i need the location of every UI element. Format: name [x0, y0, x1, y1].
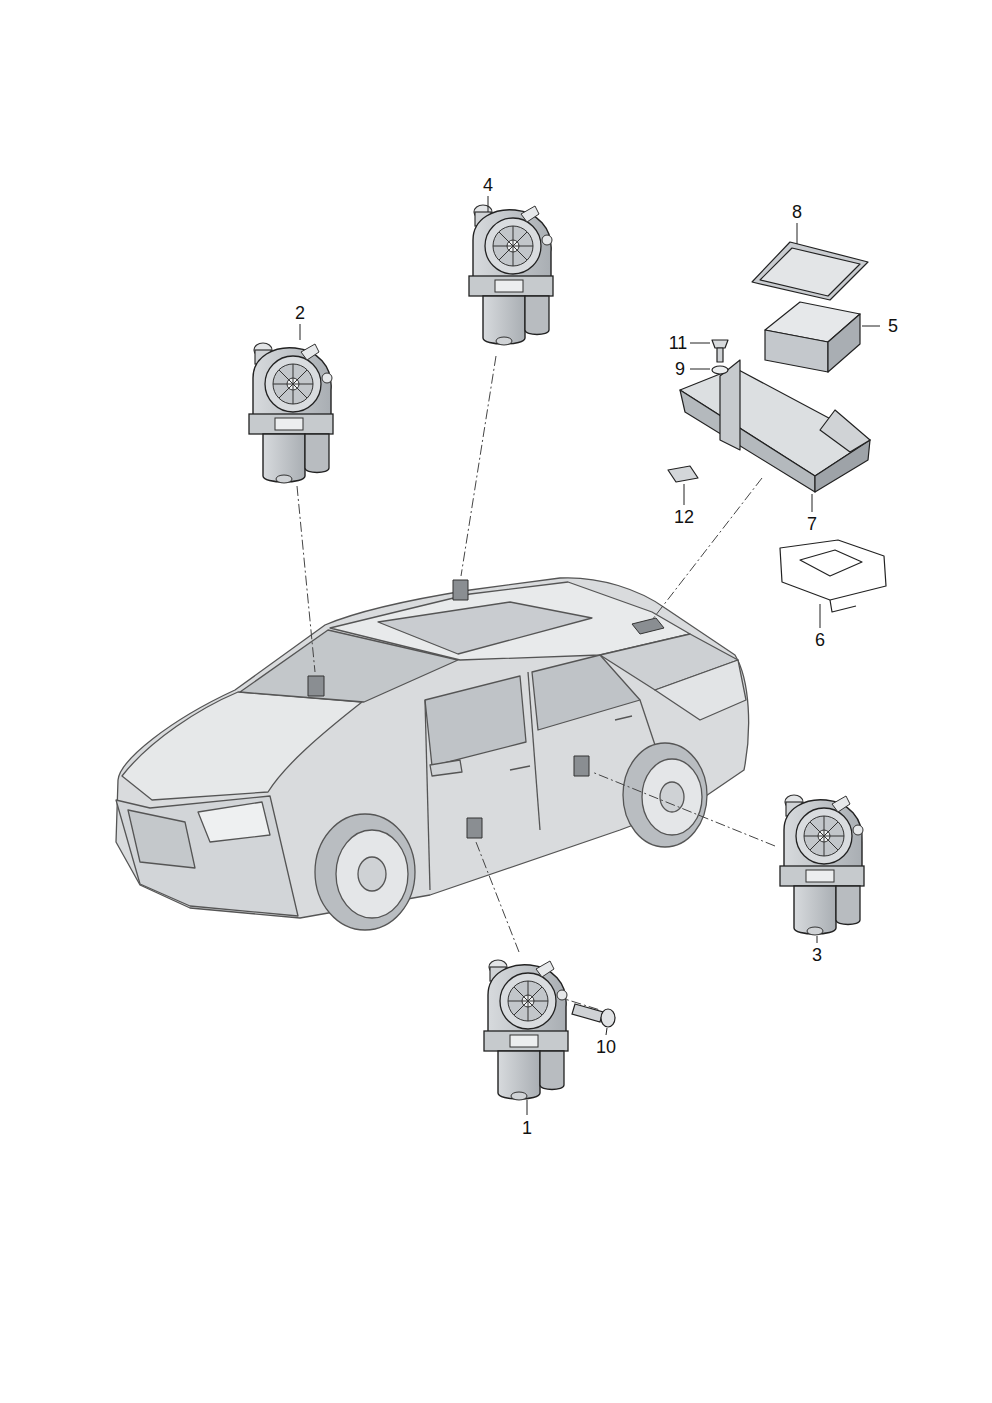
callout-number: 12: [674, 508, 694, 526]
callout-number: 9: [675, 360, 685, 378]
callout-number: 3: [812, 946, 822, 964]
callout-number: 5: [888, 317, 898, 335]
callout-number: 6: [815, 631, 825, 649]
callout-number: 1: [522, 1119, 532, 1137]
callout-number: 2: [295, 304, 305, 322]
callout-number: 8: [792, 203, 802, 221]
callout-number: 10: [596, 1038, 616, 1056]
callout-number: 11: [669, 334, 688, 352]
callout-number: 7: [807, 515, 817, 533]
callout-number: 4: [483, 176, 493, 194]
